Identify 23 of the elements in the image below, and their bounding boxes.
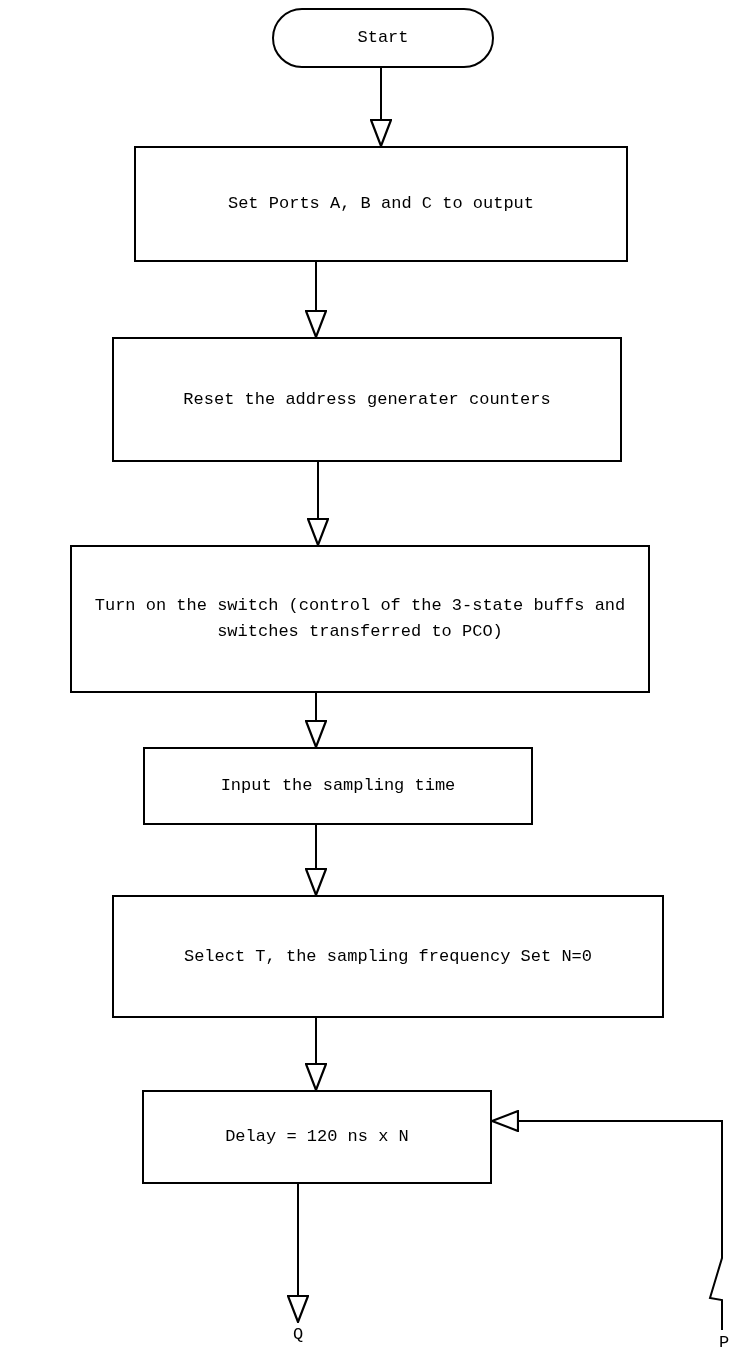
arrow <box>304 1017 328 1092</box>
node-text: Reset the address generater counters <box>183 388 551 411</box>
node-text: Start <box>357 27 409 49</box>
node-text: Select T, the sampling frequency Set N=0 <box>183 945 593 968</box>
arrow <box>304 824 328 897</box>
process-box <box>142 1090 492 1184</box>
node-text: Input the sampling time <box>220 775 456 797</box>
arrow <box>286 1183 310 1324</box>
process-box <box>112 337 622 462</box>
node-text: Delay = 120 ns x N <box>225 1126 409 1148</box>
process-box <box>134 146 628 262</box>
process-box <box>112 895 664 1018</box>
arrow <box>304 261 328 339</box>
process-box <box>70 545 650 693</box>
node-text: P <box>718 1332 730 1354</box>
arrow <box>304 692 328 749</box>
node-text: Q <box>292 1324 304 1346</box>
process-box <box>143 747 533 825</box>
node-text: Set Ports A, B and C to output <box>227 193 535 215</box>
terminal-shape <box>272 8 494 68</box>
arrow <box>369 67 393 148</box>
node-text: Turn on the switch (control of the 3-state buffs and switches transferred to PCO) <box>93 595 627 643</box>
arrow <box>306 461 330 547</box>
